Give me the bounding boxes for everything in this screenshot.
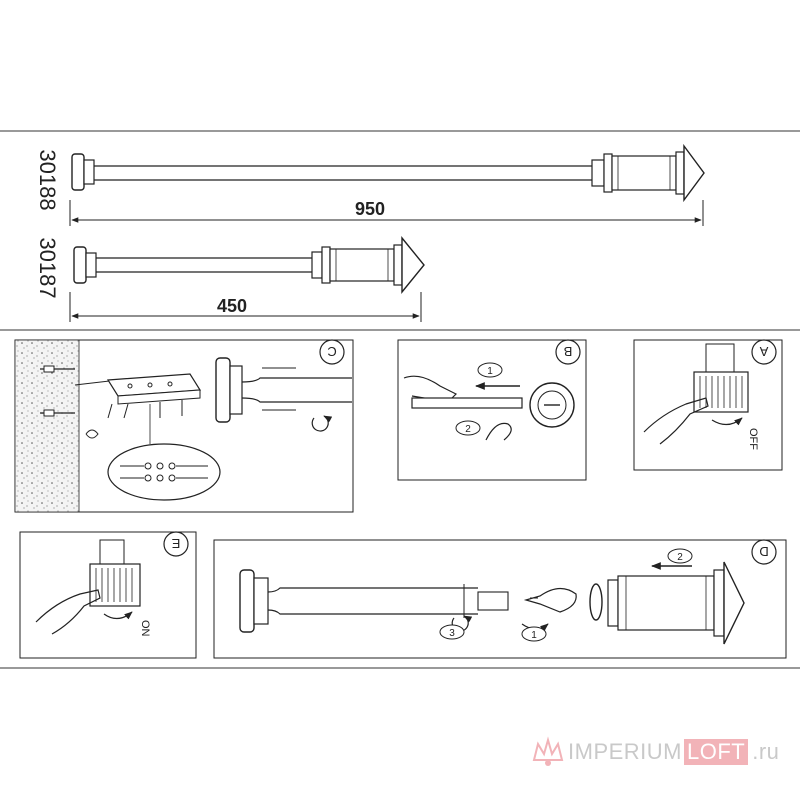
sealing-ring — [589, 583, 603, 621]
panel-b-step-1: 1 — [487, 366, 493, 377]
watermark-suffix: .ru — [752, 739, 780, 764]
panel-b-letter: B — [564, 344, 573, 359]
panel-e-label-on: ON — [139, 620, 151, 637]
panel-c-letter: C — [327, 344, 336, 359]
model-30187-drawing: 30187 450 — [35, 236, 425, 322]
panel-a-label-off: OFF — [747, 428, 759, 450]
terminal-block — [120, 462, 208, 482]
dimension-950: 950 — [355, 199, 385, 219]
watermark: IMPERIUM LOFT .ru — [528, 734, 788, 770]
watermark-boxed: LOFT — [684, 739, 749, 765]
panel-b-step-2: 2 — [465, 424, 471, 435]
panel-e-letter: E — [171, 536, 180, 551]
model-30188-drawing: 30188 950 — [35, 143, 705, 226]
panel-e: ON E — [19, 531, 197, 659]
panel-c: C — [14, 339, 354, 513]
panel-d-step-2: 2 — [677, 552, 683, 563]
panel-d-step-1: 1 — [531, 630, 537, 641]
panel-d-step-3: 3 — [449, 628, 455, 639]
terminal-strip — [693, 371, 749, 413]
crown-logo-icon — [532, 736, 564, 766]
screwdriver — [411, 397, 523, 409]
panel-d: 3 1 2 D — [213, 539, 787, 659]
bulb — [523, 587, 577, 613]
dimension-450: 450 — [217, 296, 247, 316]
hand-sketch — [35, 589, 101, 635]
watermark-text: IMPERIUM LOFT .ru — [568, 739, 779, 765]
watermark-main: IMPERIUM — [568, 739, 682, 764]
hand-sketch — [643, 397, 709, 445]
panel-d-letter: D — [759, 544, 768, 559]
panel-a-letter: A — [759, 344, 768, 359]
panel-a: OFF A — [633, 339, 783, 471]
model-code-30188: 30188 — [35, 149, 60, 210]
hand-sketch — [403, 375, 458, 403]
model-code-30187: 30187 — [35, 237, 60, 298]
panel-b: 1 2 B — [397, 339, 587, 481]
